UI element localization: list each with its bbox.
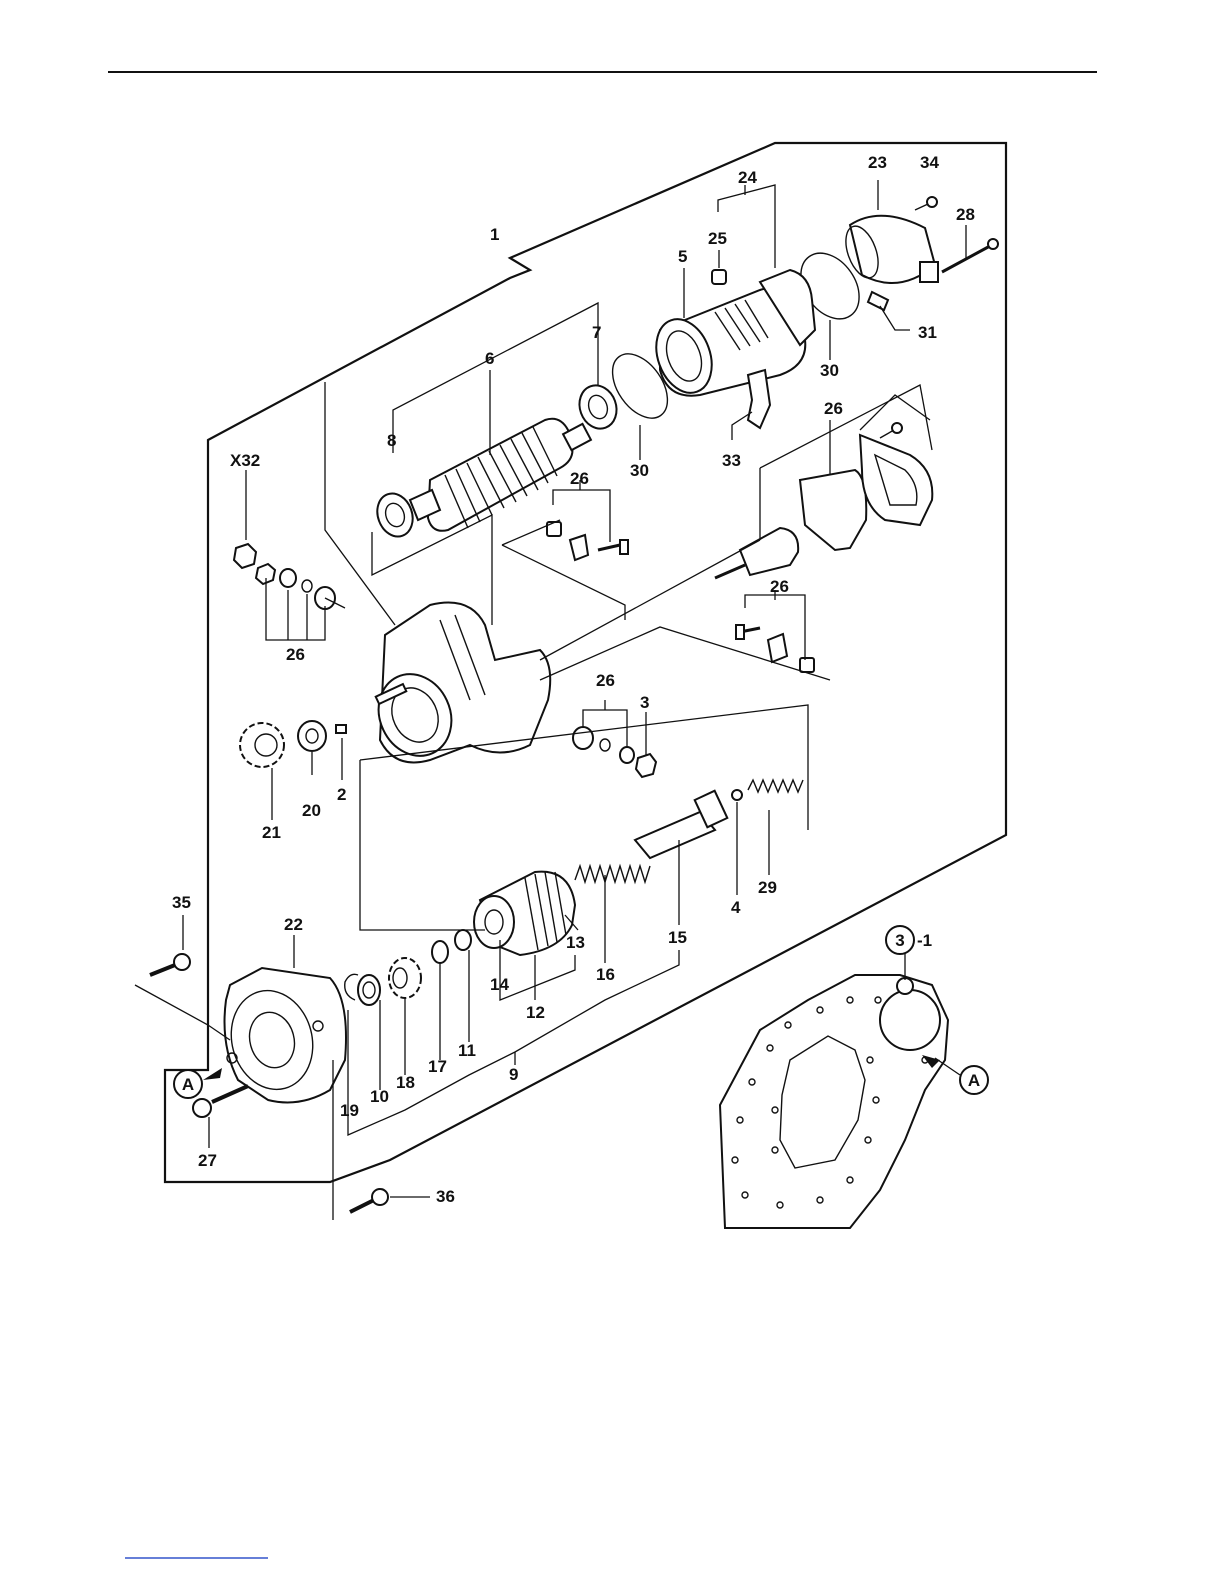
bearing-10: [358, 975, 380, 1005]
label-17: 17: [428, 1057, 447, 1076]
plunger: [715, 528, 798, 578]
label-26e: 26: [596, 671, 615, 690]
bearing-8: [372, 489, 419, 542]
label-33: 33: [722, 451, 741, 470]
label-2: 2: [337, 785, 346, 804]
label-8: 8: [387, 431, 396, 450]
terminal-hardware-x32: [234, 544, 335, 609]
snap-ring-19: [345, 974, 358, 1000]
label-12: 12: [526, 1003, 545, 1022]
label-23: 23: [868, 153, 887, 172]
marker-a-right: A: [960, 1066, 988, 1094]
cover-bolt: [880, 423, 902, 438]
label-36: 36: [436, 1187, 455, 1206]
label-25: 25: [708, 229, 727, 248]
label-1: 1: [490, 225, 499, 244]
bolt-35: [150, 954, 190, 975]
label-16: 16: [596, 965, 615, 984]
spring-29: [748, 780, 803, 792]
label-21: 21: [262, 823, 281, 842]
pinion-shaft-15: [635, 791, 727, 858]
label-29: 29: [758, 878, 777, 897]
svg-text:A: A: [182, 1075, 194, 1094]
label-27: 27: [198, 1151, 217, 1170]
label-13: 13: [566, 933, 585, 952]
collar-20: [298, 721, 326, 751]
pinion-gear-18: [389, 958, 421, 998]
svg-text:3: 3: [895, 931, 904, 950]
label-5: 5: [678, 247, 687, 266]
armature: [410, 419, 591, 531]
pin-2: [336, 725, 346, 733]
terminal-hardware-26-c: [573, 727, 656, 777]
label-x32: X32: [230, 451, 260, 470]
svg-text:-1: -1: [917, 931, 932, 950]
label-30b: 30: [630, 461, 649, 480]
ref-3-1: 3 -1: [886, 926, 932, 954]
yoke-5: [647, 270, 815, 401]
label-28: 28: [956, 205, 975, 224]
pinion-housing-22: [220, 968, 346, 1102]
label-7: 7: [592, 323, 601, 342]
label-26d: 26: [286, 645, 305, 664]
lever-33: [748, 370, 770, 428]
brush-25: [712, 270, 726, 284]
label-4: 4: [731, 898, 741, 917]
spring-16: [575, 866, 650, 882]
label-35: 35: [172, 893, 191, 912]
marker-a-left: A: [174, 1070, 202, 1098]
label-18: 18: [396, 1073, 415, 1092]
label-9: 9: [509, 1065, 518, 1084]
label-26b: 26: [570, 469, 589, 488]
label-10: 10: [370, 1087, 389, 1106]
magnetic-switch-housing: [366, 603, 551, 768]
idle-gear-21: [240, 723, 284, 767]
terminal-hardware-26-b: [736, 625, 814, 672]
label-22: 22: [284, 915, 303, 934]
overrunning-clutch-12: [474, 872, 575, 955]
gasket-26-upper: [800, 470, 866, 550]
label-34: 34: [920, 153, 939, 172]
terminal-hardware-26-a: [547, 522, 628, 560]
label-6: 6: [485, 349, 494, 368]
label-26c: 26: [770, 577, 789, 596]
label-14: 14: [490, 975, 509, 994]
spring-17: [432, 941, 448, 963]
label-24: 24: [738, 168, 757, 187]
label-26a: 26: [824, 399, 843, 418]
flywheel-housing-plate: [720, 975, 948, 1228]
label-3: 3: [640, 693, 649, 712]
label-19: 19: [340, 1101, 359, 1120]
ring-11: [455, 930, 471, 950]
label-15: 15: [668, 928, 687, 947]
cover-band-23: [840, 216, 938, 310]
bolt-36: [350, 1189, 388, 1212]
label-11: 11: [458, 1041, 476, 1060]
switch-cover: [860, 435, 932, 525]
steel-ball-4: [732, 790, 742, 800]
svg-text:A: A: [968, 1071, 980, 1090]
label-20: 20: [302, 801, 321, 820]
bolt-34: [915, 197, 937, 210]
through-bolt-28: [942, 239, 998, 272]
label-31: 31: [918, 323, 937, 342]
label-30a: 30: [820, 361, 839, 380]
